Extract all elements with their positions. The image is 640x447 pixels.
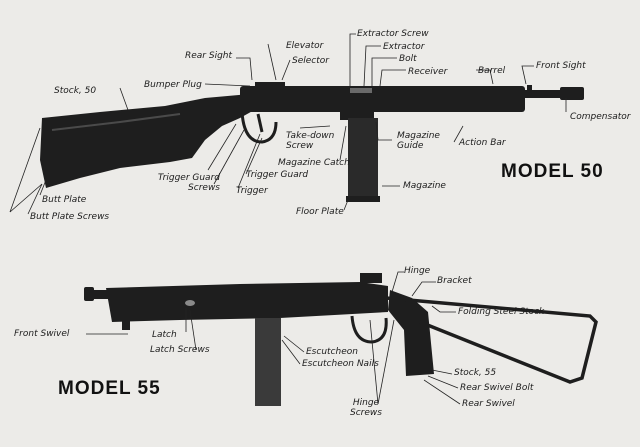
label-front-swivel: Front Swivel: [14, 329, 70, 339]
label-take-down-screw: Take-down Screw: [286, 131, 335, 151]
label-extractor: Extractor: [383, 42, 425, 52]
label-escutcheon-nails: Escutcheon Nails: [302, 359, 379, 369]
label-trigger: Trigger: [236, 186, 268, 196]
model-55-barrel-shape: [84, 290, 114, 299]
model-50-title: MODEL 50: [501, 161, 604, 182]
model-55-magazine-shape: [255, 318, 281, 406]
label-butt-plate: Butt Plate: [42, 195, 87, 205]
label-bracket: Bracket: [437, 276, 472, 286]
label-bolt: Bolt: [399, 54, 417, 64]
label-latch-screws: Latch Screws: [150, 345, 210, 355]
label-folding-steel-stock: Folding Steel Stock: [458, 307, 545, 317]
label-trigger-guard: Trigger Guard: [246, 170, 309, 180]
label-compensator: Compensator: [570, 112, 631, 122]
model-50-stock-shape: [40, 94, 258, 188]
model-55-title: MODEL 55: [58, 378, 161, 399]
label-rear-swivel-bolt: Rear Swivel Bolt: [460, 383, 534, 393]
label-bumper-plug: Bumper Plug: [144, 80, 202, 90]
model-55-folding-stock-shape: [385, 296, 598, 384]
label-floor-plate: Floor Plate: [296, 207, 344, 217]
label-butt-plate-screws: Butt Plate Screws: [30, 212, 110, 222]
label-rear-sight: Rear Sight: [185, 51, 233, 61]
label-action-bar: Action Bar: [459, 138, 506, 148]
label-barrel: Barrel: [478, 66, 506, 76]
model-50-barrel-shape: [520, 90, 582, 98]
label-selector: Selector: [292, 56, 329, 66]
model-55-gun: [84, 271, 598, 406]
label-trigger-guard-screws: Trigger Guard Screws: [157, 173, 220, 193]
model-55-receiver-shape: [106, 282, 388, 322]
label-hinge: Hinge: [404, 266, 431, 276]
label-front-sight: Front Sight: [536, 61, 586, 71]
label-elevator: Elevator: [286, 41, 324, 51]
label-rear-swivel: Rear Swivel: [462, 399, 515, 409]
label-receiver: Receiver: [408, 67, 448, 77]
label-stock-50: Stock, 50: [54, 86, 97, 96]
model-50-rifle: [9, 33, 584, 215]
model-50-receiver-shape: [240, 86, 525, 112]
label-stock-55: Stock, 55: [454, 368, 497, 378]
label-escutcheon: Escutcheon: [306, 347, 358, 357]
model-55-stock-shape: [388, 290, 434, 376]
model-50-magazine-shape: [348, 118, 378, 200]
label-hinge-screws: Hinge Screws: [350, 398, 382, 418]
label-magazine: Magazine: [403, 181, 446, 191]
label-latch: Latch: [152, 330, 177, 340]
label-magazine-guide: Magazine Guide: [397, 131, 440, 151]
label-magazine-catch: Magazine Catch: [278, 158, 350, 168]
label-extractor-screw: Extractor Screw: [357, 29, 429, 39]
